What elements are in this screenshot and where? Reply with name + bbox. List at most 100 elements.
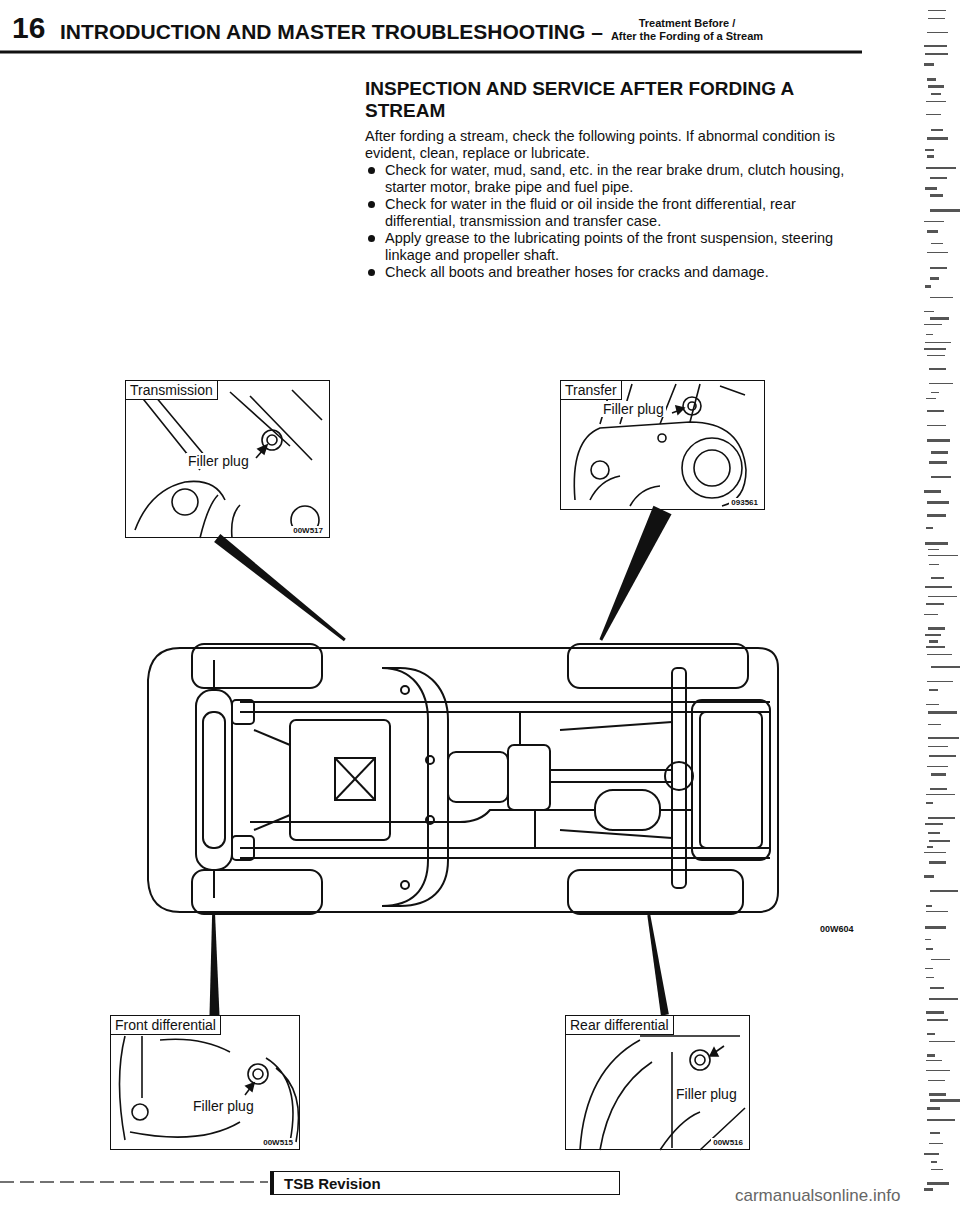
bullet-dot [368, 201, 375, 208]
scan-mark [924, 875, 934, 878]
scan-mark [926, 794, 955, 795]
leader-wedge-shape [647, 915, 669, 1016]
scan-mark [926, 802, 933, 804]
scan-mark [926, 334, 933, 335]
scan-mark [924, 348, 946, 350]
bullet-item: Check for water, mud, sand, etc. in the … [385, 162, 855, 196]
scan-mark [929, 755, 956, 757]
watermark: carmanualsonline.info [735, 1186, 900, 1206]
bullet-dot [368, 167, 375, 174]
scan-mark [926, 646, 945, 648]
scan-mark [930, 1132, 940, 1134]
scan-mark [926, 948, 933, 950]
scan-mark [924, 221, 944, 222]
scan-mark [927, 137, 948, 140]
scan-mark [925, 926, 946, 929]
scan-mark [926, 704, 939, 705]
scan-mark [930, 1099, 960, 1102]
scan-mark [924, 1188, 933, 1191]
inset-title: Transmission [126, 381, 218, 400]
scan-mark [925, 285, 931, 288]
inset-box: TransmissionFiller plug00W517 [125, 380, 330, 538]
scan-mark [931, 773, 946, 776]
scan-mark [926, 167, 956, 169]
scan-mark [926, 603, 944, 605]
scan-mark [931, 959, 950, 960]
scan-mark [930, 177, 947, 179]
leader-wedge [210, 915, 220, 1015]
transfer-drawing [574, 384, 746, 506]
scan-mark [930, 209, 960, 212]
scan-mark [927, 514, 946, 517]
inset-title: Rear differential [566, 1016, 674, 1035]
scan-mark [931, 243, 943, 244]
scan-marks [924, 10, 960, 1191]
scan-mark [928, 832, 940, 834]
scan-mark [929, 1143, 943, 1144]
scan-mark [927, 1107, 940, 1110]
scan-mark [931, 476, 951, 478]
scan-mark [924, 324, 942, 325]
leader-wedge [214, 534, 346, 641]
scan-mark [931, 1169, 943, 1170]
scan-mark [928, 549, 939, 550]
figure-code: 093561 [729, 498, 760, 507]
scan-mark [928, 596, 957, 597]
scan-mark [931, 451, 948, 454]
leader-wedge-shape [599, 506, 671, 641]
scan-mark [924, 1153, 939, 1155]
scan-mark [927, 846, 933, 848]
scan-mark [929, 998, 958, 1000]
scan-mark [928, 746, 948, 747]
inset-title: Transfer [561, 381, 622, 400]
scan-mark [929, 1041, 955, 1042]
running-subheader: Treatment Before / [639, 17, 736, 29]
scan-mark [928, 737, 959, 739]
scan-mark [930, 987, 944, 989]
scan-mark [927, 766, 948, 767]
scan-mark [926, 1070, 950, 1071]
scan-mark [927, 654, 952, 655]
scan-mark [924, 614, 938, 615]
part-label: Filler plug [186, 453, 251, 469]
scan-mark [925, 939, 931, 940]
leader-wedge-shape [214, 534, 346, 641]
scan-mark [927, 355, 945, 356]
scan-mark [930, 267, 947, 269]
bullet-item: Check for water in the fluid or oil insi… [385, 196, 855, 230]
bullet-dot [368, 269, 375, 276]
leader-wedge [599, 506, 671, 641]
scan-mark [931, 129, 943, 131]
scan-mark [929, 1093, 946, 1096]
scan-mark [930, 788, 947, 790]
rear-differential-drawing [580, 1036, 745, 1150]
scan-mark [925, 149, 934, 151]
body-paragraph: After fording a stream, check the follow… [365, 128, 855, 162]
scan-mark [924, 63, 934, 66]
scan-mark [930, 297, 953, 298]
scan-mark [926, 1011, 944, 1014]
scan-mark [926, 905, 932, 907]
front-differential-drawing [120, 1036, 299, 1142]
scan-mark [927, 1019, 948, 1021]
scan-mark [928, 1080, 945, 1081]
scan-mark [931, 93, 941, 95]
scan-mark [927, 78, 936, 81]
scan-mark [927, 230, 938, 233]
page-number: 16 [12, 12, 45, 44]
scan-mark [924, 490, 941, 493]
scan-mark [928, 555, 958, 556]
scan-mark [928, 817, 955, 819]
scan-mark [929, 640, 938, 643]
scan-mark [927, 252, 948, 253]
scan-mark [928, 711, 957, 714]
chassis-view: 00W604 [140, 640, 780, 915]
scan-mark [926, 977, 934, 978]
scan-mark [927, 410, 944, 412]
scan-mark [926, 114, 941, 115]
inset-box: Rear differentialFiller plug00W516 [565, 1015, 750, 1150]
footer-label: TSB Revision [282, 1175, 383, 1192]
scan-mark [927, 1033, 935, 1035]
scan-mark [927, 501, 949, 504]
scan-mark [925, 968, 933, 969]
